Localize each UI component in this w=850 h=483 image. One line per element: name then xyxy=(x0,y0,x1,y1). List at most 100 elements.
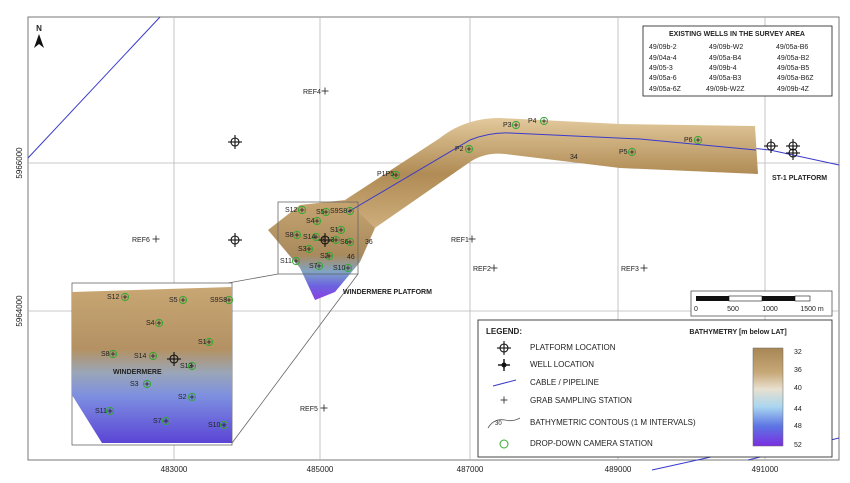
scale-tick-label: 1000 xyxy=(762,306,778,313)
inset-station-label: S4 xyxy=(146,320,155,327)
contour-label: 34 xyxy=(570,154,578,161)
inset-station-label: S3 xyxy=(130,381,139,388)
station-label: S11 xyxy=(280,258,292,265)
ref-label: REF6 xyxy=(132,237,150,244)
north-arrow: N xyxy=(34,24,44,48)
scale-tick-label: 500 xyxy=(727,306,739,313)
bathymetry-color-bar xyxy=(752,347,784,447)
station-label: S9S8 xyxy=(330,208,347,215)
contour-label: 46 xyxy=(347,254,355,261)
well-name: 49/05a-6Z xyxy=(649,86,682,93)
bathymetry-tick: 44 xyxy=(794,406,802,413)
station-label: P3 xyxy=(503,122,512,129)
scale-tick-label: 0 xyxy=(694,306,698,313)
inset-station-label: S1 xyxy=(198,339,207,346)
north-label: N xyxy=(36,24,42,33)
legend-title: LEGEND: xyxy=(486,327,522,336)
inset-station-label: S10 xyxy=(208,422,221,429)
station-label: P6 xyxy=(684,137,693,144)
x-tick-label: 485000 xyxy=(307,465,334,474)
station-label: P4 xyxy=(528,118,537,125)
station-label: S3 xyxy=(298,246,307,253)
well-name: 49/05a-B5 xyxy=(777,65,809,72)
ref-label: REF1 xyxy=(451,237,469,244)
station-label: S12 xyxy=(285,207,298,214)
windermere-platform-label: WINDERMERE PLATFORM xyxy=(343,289,432,296)
contour-value: 30 xyxy=(495,421,502,427)
inset-station-label: S11 xyxy=(95,408,107,415)
station-label: S14 xyxy=(303,234,316,241)
y-tick-label: 5964000 xyxy=(15,295,24,327)
station-label: S6 xyxy=(340,239,349,246)
legend-item-label: DROP-DOWN CAMERA STATION xyxy=(530,439,653,448)
inset-station-label: S9S8 xyxy=(210,297,227,304)
well-name: 49/09b-4Z xyxy=(777,86,810,93)
bathymetry-tick: 48 xyxy=(794,423,802,430)
legend-item-label: WELL LOCATION xyxy=(530,360,594,369)
cable-pipeline-icon xyxy=(492,379,517,387)
contour-labels: 34 36 46 xyxy=(347,154,578,261)
well-name: 49/05a-B6Z xyxy=(777,75,814,82)
well-name: 49/05a-B2 xyxy=(777,55,809,62)
st1-platform-label: ST-1 PLATFORM xyxy=(772,175,827,182)
inset-station-label: S14 xyxy=(134,353,147,360)
bathymetry-tick: 36 xyxy=(794,367,802,374)
x-tick-label: 489000 xyxy=(605,465,632,474)
well-name: 49/09b-W2 xyxy=(709,44,743,51)
legend-item-label: BATHYMETRIC CONTOUS (1 M INTERVALS) xyxy=(530,418,696,427)
station-label: S8 xyxy=(285,232,294,239)
scale-bar: 0 500 1000 1500 m xyxy=(690,290,833,317)
inset-station-label: S12 xyxy=(107,294,120,301)
drop-down-camera-icon xyxy=(499,439,509,449)
station-label: P1P5 xyxy=(377,171,394,178)
inset-map: S12 S5 S9S8 S4 S1 S8 S14 S13 S3 S2 S11 S… xyxy=(71,282,234,446)
well-name: 49/05a-6 xyxy=(649,75,677,82)
legend-panel: LEGEND: BATHYMETRY [m below LAT] PLATFOR… xyxy=(477,319,833,458)
station-label: S13 xyxy=(322,237,335,244)
pipeline-stations: P1P5 P2 P3 P4 P5 P6 xyxy=(377,116,703,180)
station-label: S1 xyxy=(330,227,339,234)
inset-station-label: S5 xyxy=(169,297,178,304)
bathymetry-title: BATHYMETRY [m below LAT] xyxy=(689,329,786,336)
well-name: 49/09b-4 xyxy=(709,65,737,72)
station-label: S7 xyxy=(309,263,318,270)
bathymetry-tick: 52 xyxy=(794,442,802,449)
bathymetry-tick: 32 xyxy=(794,349,802,356)
wells-info-box: EXISTING WELLS IN THE SURVEY AREA 49/09b… xyxy=(642,25,833,97)
bathymetric-contour-icon: 30 xyxy=(487,417,521,429)
survey-corridor xyxy=(268,118,758,300)
x-tick-label: 491000 xyxy=(752,465,779,474)
station-label: S2 xyxy=(320,253,329,260)
well-name: 49/05a-B6 xyxy=(776,44,808,51)
well-location-icon xyxy=(498,359,510,371)
x-axis-labels: 483000 485000 487000 489000 491000 xyxy=(161,465,779,474)
main-stations: S12 S5 S9S8 S4 S8 S14 S1 S13 S3 S6 S11 S… xyxy=(280,205,355,273)
station-label: S10 xyxy=(333,265,346,272)
inset-platform-label: WINDERMERE xyxy=(113,369,162,376)
well-name: 49/04a-4 xyxy=(649,55,677,62)
y-axis-labels: 5966000 5964000 xyxy=(15,147,24,327)
ref-label: REF4 xyxy=(303,89,321,96)
ref-label: REF3 xyxy=(621,266,639,273)
ref-label: REF5 xyxy=(300,406,318,413)
y-tick-label: 5966000 xyxy=(15,147,24,179)
station-label: P5 xyxy=(619,149,628,156)
inset-station-label: S7 xyxy=(153,418,162,425)
x-tick-label: 483000 xyxy=(161,465,188,474)
inset-station-label: S8 xyxy=(101,351,110,358)
inset-station-label: S2 xyxy=(178,394,187,401)
legend-item-label: GRAB SAMPLING STATION xyxy=(530,396,632,405)
bathymetry-tick: 40 xyxy=(794,385,802,392)
well-name: 49/05-3 xyxy=(649,65,673,72)
station-label: S4 xyxy=(306,218,315,225)
inset-connector xyxy=(231,273,359,444)
well-name: 49/05a-B3 xyxy=(709,75,741,82)
station-label: S5 xyxy=(316,209,325,216)
scale-tick-label: 1500 m xyxy=(800,306,824,313)
well-name: 49/05a-B4 xyxy=(709,55,741,62)
well-name: 49/09b-W2Z xyxy=(706,86,745,93)
legend-item-label: CABLE / PIPELINE xyxy=(530,378,599,387)
inset-station-label: S13 xyxy=(180,363,193,370)
wells-box-title: EXISTING WELLS IN THE SURVEY AREA xyxy=(669,31,805,38)
